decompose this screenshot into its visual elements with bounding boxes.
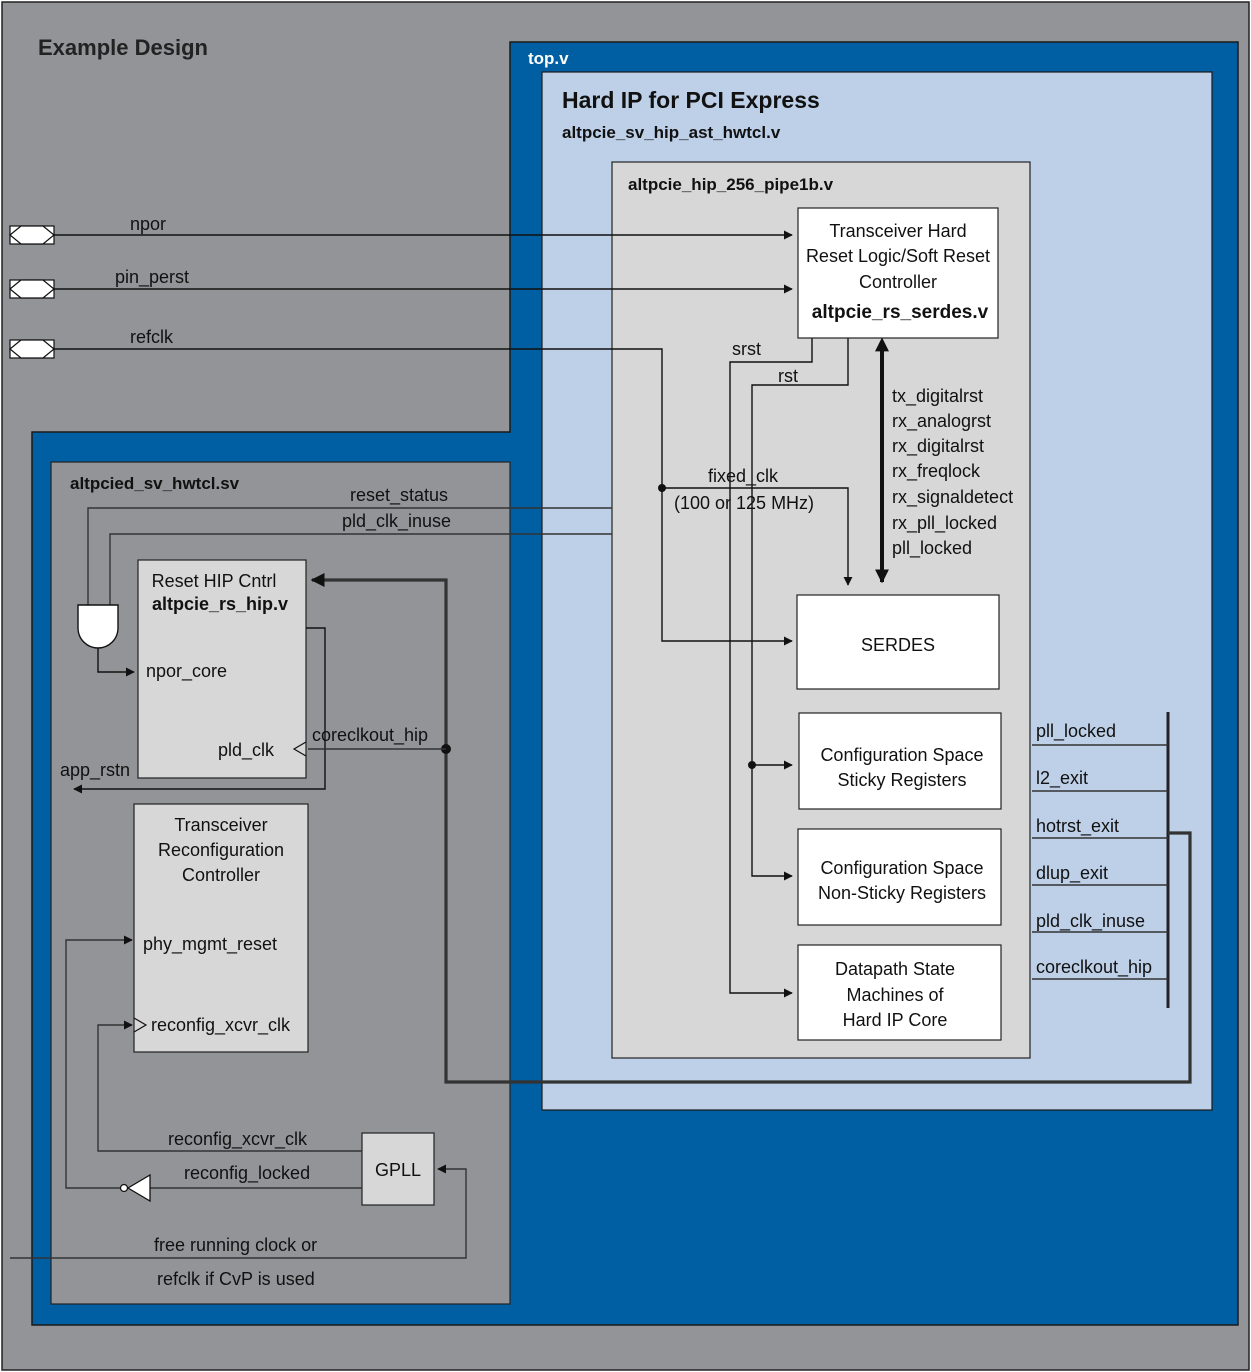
- pld-clk-port: pld_clk: [218, 740, 275, 761]
- reconfig-xcvr-clk-port: reconfig_xcvr_clk: [151, 1015, 291, 1036]
- reset-status-label: reset_status: [350, 485, 448, 506]
- altpcied-file: altpcied_sv_hwtcl.sv: [70, 474, 240, 493]
- hard-ip-title: Hard IP for PCI Express: [562, 87, 820, 113]
- reset-controller-block: Transceiver Hard Reset Logic/Soft Reset …: [797, 207, 999, 339]
- fixed-clk-wire: [662, 487, 853, 586]
- svg-text:Controller: Controller: [182, 865, 260, 885]
- svg-text:Machines of: Machines of: [846, 985, 944, 1005]
- svg-text:altpcie_rs_serdes.v: altpcie_rs_serdes.v: [812, 302, 989, 323]
- reset-hip-block: Reset HIP Cntrl altpcie_rs_hip.v npor_co…: [137, 559, 307, 779]
- rst-wire: [751, 338, 849, 881]
- reset-status-wire: [87, 507, 612, 608]
- svg-text:Reset Logic/Soft Reset: Reset Logic/Soft Reset: [806, 246, 990, 266]
- rst-junction: [748, 761, 756, 769]
- pin-connector-npor: [9, 225, 55, 245]
- and-to-npor-core-wire: [97, 648, 135, 677]
- fixed-clk-freq-label: (100 or 125 MHz): [674, 493, 814, 513]
- bus-signal-5: coreclkout_hip: [1036, 957, 1152, 978]
- xcvr-signal-list: tx_digitalrst rx_analogrst rx_digitalrst…: [892, 386, 1013, 559]
- pin-connector-pin-perst: [9, 279, 55, 299]
- coreclkout-hip-label: coreclkout_hip: [312, 725, 428, 746]
- svg-text:Configuration Space: Configuration Space: [820, 858, 983, 878]
- pld-clk-inuse-label: pld_clk_inuse: [342, 511, 451, 532]
- xcvr-reconfig-block: Transceiver Reconfiguration Controller p…: [133, 803, 309, 1053]
- svg-text:SERDES: SERDES: [861, 635, 935, 655]
- phy-mgmt-reset-port: phy_mgmt_reset: [143, 934, 277, 955]
- svg-text:GPLL: GPLL: [375, 1160, 421, 1180]
- sticky-registers-block: Configuration Space Sticky Registers: [798, 712, 1002, 810]
- svg-text:Transceiver: Transceiver: [174, 815, 267, 835]
- rst-label: rst: [778, 366, 798, 386]
- inverted-locked-to-phy-mgmt-wire: [65, 935, 133, 1189]
- srst-label: srst: [732, 339, 761, 359]
- svg-text:Non-Sticky Registers: Non-Sticky Registers: [818, 883, 986, 903]
- npor-label: npor: [130, 214, 166, 234]
- pipe1b-file: altpcie_hip_256_pipe1b.v: [628, 175, 834, 194]
- svg-text:Reconfiguration: Reconfiguration: [158, 840, 284, 860]
- free-running-label-1: free running clock or: [154, 1235, 317, 1255]
- svg-text:Configuration Space: Configuration Space: [820, 745, 983, 765]
- reconfig-xcvr-clk-wire: [97, 1020, 362, 1152]
- non-sticky-registers-block: Configuration Space Non-Sticky Registers: [797, 828, 1002, 926]
- bus-signal-3: dlup_exit: [1036, 863, 1108, 884]
- svg-text:Controller: Controller: [859, 272, 937, 292]
- example-design-title: Example Design: [38, 35, 208, 60]
- and-gate: [77, 604, 119, 649]
- datapath-block: Datapath State Machines of Hard IP Core: [797, 944, 1002, 1041]
- pin-perst-label: pin_perst: [115, 267, 189, 288]
- top-v-title: top.v: [528, 49, 569, 68]
- bus-signal-0: pll_locked: [1036, 721, 1116, 742]
- inverter: [119, 1173, 151, 1203]
- svg-text:Hard IP Core: Hard IP Core: [843, 1010, 948, 1030]
- reconfig-locked-label: reconfig_locked: [184, 1163, 310, 1184]
- xcvr-signal-3: rx_freqlock: [892, 461, 981, 482]
- serdes-block: SERDES: [796, 594, 1000, 690]
- bus-signal-4: pld_clk_inuse: [1036, 911, 1145, 932]
- xcvr-signal-1: rx_analogrst: [892, 411, 991, 432]
- srst-wire: [729, 338, 813, 998]
- status-bus: pll_locked l2_exit hotrst_exit dlup_exit…: [1032, 712, 1170, 1008]
- free-running-label-2: refclk if CvP is used: [157, 1269, 315, 1289]
- reconfig-xcvr-clk-label: reconfig_xcvr_clk: [168, 1129, 308, 1150]
- xcvr-signal-5: rx_pll_locked: [892, 513, 997, 534]
- refclk-label: refclk: [130, 327, 174, 347]
- app-rstn-label: app_rstn: [60, 760, 130, 781]
- pin-connector-refclk: [9, 339, 55, 359]
- svg-text:Sticky Registers: Sticky Registers: [837, 770, 966, 790]
- refclk-wire: [54, 348, 793, 646]
- xcvr-signal-2: rx_digitalrst: [892, 436, 984, 457]
- gpll-block: GPLL: [361, 1132, 435, 1206]
- xcvr-signal-6: pll_locked: [892, 538, 972, 559]
- bus-signal-2: hotrst_exit: [1036, 816, 1119, 837]
- npor-core-port: npor_core: [146, 661, 227, 682]
- fixed-clk-label: fixed_clk: [708, 466, 779, 487]
- xcvr-signal-0: tx_digitalrst: [892, 386, 983, 407]
- svg-text:Transceiver Hard: Transceiver Hard: [829, 221, 966, 241]
- status-return-bus: [310, 573, 1192, 1084]
- pld-clk-inuse-wire: [109, 533, 612, 608]
- app-rstn-wire: [73, 627, 326, 794]
- hard-ip-file: altpcie_sv_hip_ast_hwtcl.v: [562, 123, 781, 142]
- xcvr-signal-4: rx_signaldetect: [892, 487, 1013, 508]
- svg-text:Reset HIP Cntrl: Reset HIP Cntrl: [152, 571, 277, 591]
- free-running-clock-wire: [10, 1164, 467, 1259]
- svg-text:Datapath State: Datapath State: [835, 959, 955, 979]
- svg-text:altpcie_rs_hip.v: altpcie_rs_hip.v: [152, 594, 288, 614]
- bus-signal-1: l2_exit: [1036, 768, 1088, 789]
